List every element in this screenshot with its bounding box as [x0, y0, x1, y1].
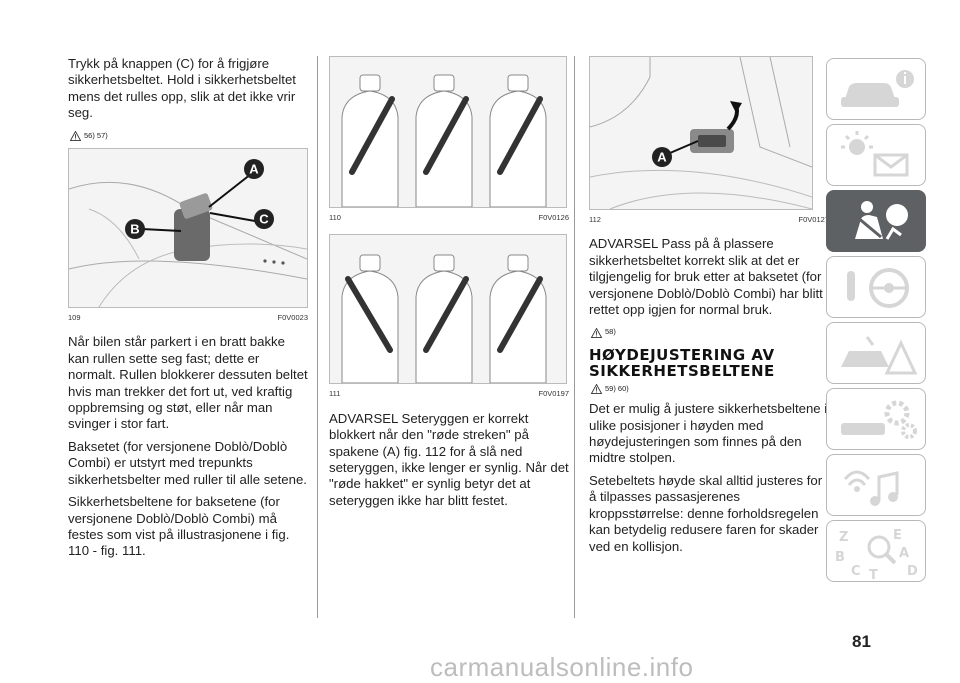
paragraph-release-belt: Trykk på knappen (C) for å frigjøre sikk… — [68, 56, 296, 121]
emergency-icon — [841, 336, 918, 375]
figure-110 — [329, 56, 567, 208]
column-divider — [574, 56, 575, 618]
figure-112-caption: 112 F0V0127 — [589, 215, 829, 224]
warning-refs: 59) 60) — [591, 381, 829, 397]
tab-multimedia[interactable] — [826, 454, 926, 516]
tab-index[interactable]: Z E B A C T D — [826, 520, 926, 583]
column-left: Trykk på knappen (C) for å frigjøre sikk… — [68, 56, 308, 566]
tab-maintenance[interactable] — [826, 388, 926, 450]
index-letter-z: Z — [839, 530, 848, 545]
index-letter-c: C — [851, 564, 861, 579]
label-b: B — [130, 222, 139, 237]
section-heading: HØYDEJUSTERING AV SIKKERHETSBELTENE — [589, 345, 775, 380]
tab-emergency[interactable] — [826, 322, 926, 384]
maintenance-icon — [841, 400, 917, 439]
tab-warning-lights[interactable] — [826, 124, 926, 186]
watermark: carmanualsonline.info — [430, 652, 694, 682]
index-letter-d: D — [907, 564, 918, 579]
rear-seats-belts-alt-illustration — [330, 235, 566, 384]
label-a: A — [657, 150, 667, 165]
figure-109-caption: 109 F0V0023 — [68, 313, 308, 323]
car-info-icon — [841, 70, 914, 107]
page-number: 81 — [852, 632, 871, 651]
index-letter-t: T — [869, 568, 878, 583]
seatback-lever-illustration: A — [590, 57, 812, 209]
warning-triangle-icon — [70, 130, 81, 141]
multimedia-icon — [843, 470, 899, 506]
column-middle: 110 F0V0126 111 F0V0197 ADVARSEL Seteryg… — [329, 56, 569, 515]
paragraph-height-adjust: Det er mulig å justere sikkerhetsbeltene… — [589, 401, 828, 466]
paragraph-height-safety: Setebeltets høyde skal alltid justeres f… — [589, 472, 823, 554]
belt-buckle-illustration: A B C — [69, 149, 307, 308]
figure-110-caption: 110 F0V0126 — [329, 213, 569, 222]
index-icon: Z E B A C T D — [835, 528, 918, 583]
paragraph-rear-belts: Sikkerhetsbeltene for baksetene (for ver… — [68, 494, 290, 559]
label-a: A — [249, 162, 259, 177]
tab-driving[interactable] — [826, 256, 926, 318]
steering-wheel-icon — [847, 268, 909, 308]
tab-seatbelt-airbag[interactable] — [826, 190, 926, 252]
seatbelt-airbag-icon — [855, 201, 908, 240]
column-divider — [317, 56, 318, 618]
paragraph-seatback-warning: ADVARSEL Seteryggen er korrekt blokkert … — [329, 410, 569, 508]
figure-111 — [329, 234, 567, 385]
column-right: A 112 F0V0127 ADVARSEL Pass på å plasser… — [589, 56, 829, 561]
figure-111-caption: 111 F0V0197 — [329, 389, 569, 399]
figure-112: A — [589, 56, 813, 210]
warning-lights-icon — [841, 131, 909, 177]
paragraph-parking: Når bilen står parkert i en bratt bakke … — [68, 334, 308, 432]
chapter-sidebar: Z E B A C T D — [826, 58, 930, 586]
index-letter-e: E — [893, 528, 902, 543]
paragraph-rear-seat: Baksetet (for versjonene Doblò/Doblò Com… — [68, 438, 307, 487]
index-letter-a: A — [899, 546, 909, 561]
warning-triangle-icon — [591, 327, 602, 338]
paragraph-belt-position-warning: ADVARSEL Pass på å plassere sikkerhetsbe… — [589, 236, 823, 318]
warning-refs: 58) — [591, 324, 829, 340]
warning-triangle-icon — [591, 384, 602, 395]
label-c: C — [259, 212, 269, 227]
figure-109: A B C — [68, 148, 308, 309]
rear-seats-belts-illustration — [330, 57, 566, 207]
warning-refs: 56) 57) — [70, 128, 308, 144]
tab-car-info[interactable] — [826, 58, 926, 120]
index-letter-b: B — [835, 550, 845, 565]
